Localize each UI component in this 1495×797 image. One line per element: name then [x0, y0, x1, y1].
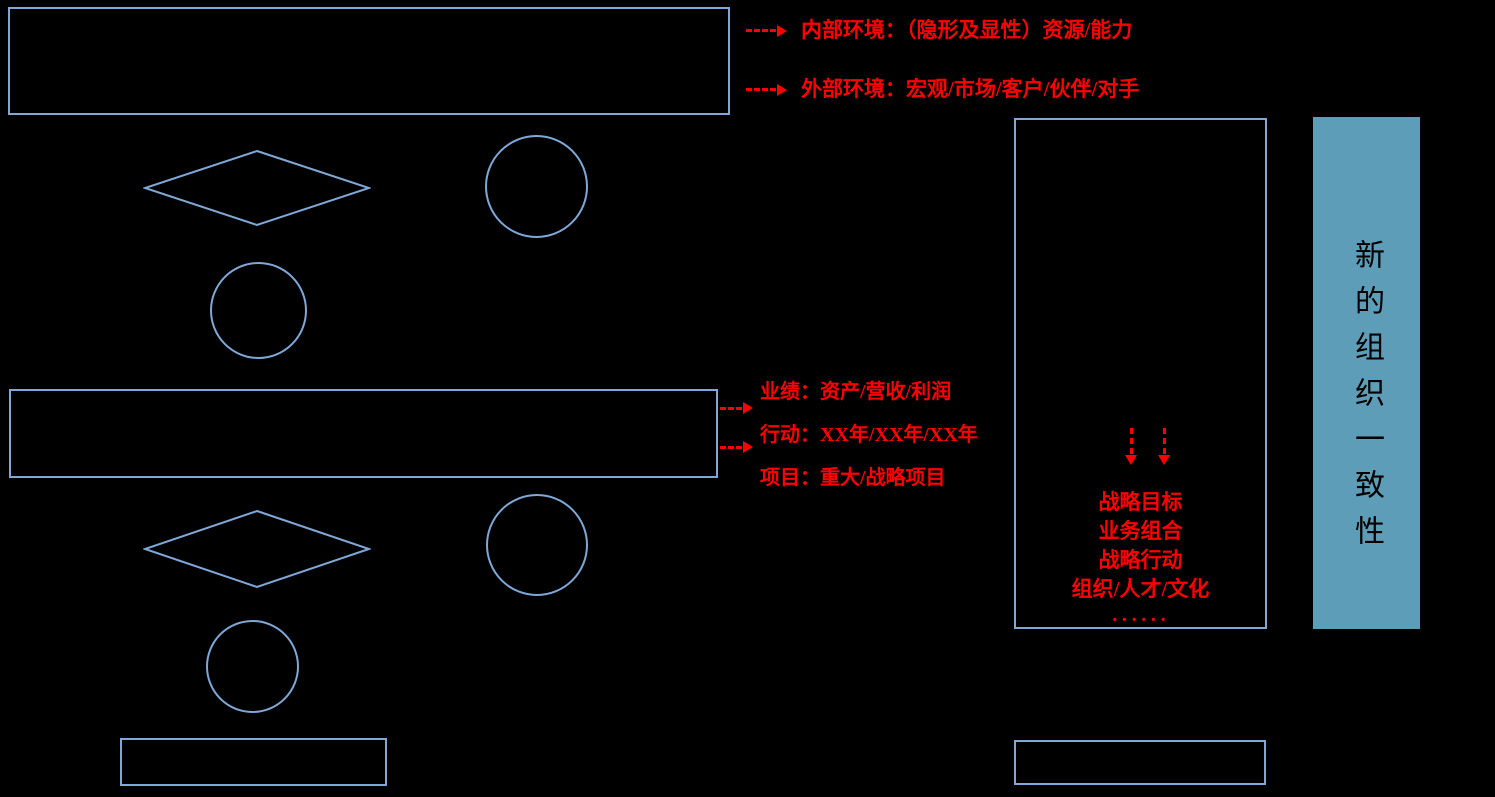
- action-label: 行动：XX年/XX年/XX年: [760, 424, 978, 446]
- top-process-box: [8, 7, 730, 115]
- panel-item-strategic-goal: 战略目标: [1098, 490, 1183, 514]
- connector-circle-lower-mid: [206, 620, 299, 713]
- arrow-dash: [1129, 428, 1133, 454]
- external-env-callout: 外部环境：宏观/市场/客户/伙伴/对手: [746, 79, 1139, 100]
- banner-vertical-text: 新的组织一致性: [1350, 239, 1383, 561]
- alignment-panel-box: [1014, 118, 1267, 629]
- internal-env-label: 内部环境：（隐形及显性）资源/能力: [801, 18, 1133, 42]
- dashed-arrow-down-icon: [1125, 428, 1137, 465]
- arrow-dash: [720, 406, 742, 410]
- dashed-arrow-right-icon: [746, 83, 787, 96]
- dashed-arrow-right-icon: [720, 402, 753, 414]
- connector-circle-lower-right: [486, 494, 588, 596]
- arrow-dash: [746, 29, 776, 32]
- project-label: 项目：重大/战略项目: [760, 467, 946, 489]
- bottom-left-box: [120, 738, 387, 786]
- arrow-dash: [720, 445, 742, 449]
- connector-circle-upper-right: [485, 135, 588, 238]
- bottom-right-box: [1014, 740, 1266, 785]
- arrow-head: [777, 24, 787, 37]
- performance-label: 业绩：资产/营收/利润: [760, 381, 952, 403]
- panel-item-strategic-action: 战略行动: [1098, 548, 1183, 572]
- decision-diamond-upper: [143, 149, 371, 227]
- middle-process-box: [9, 389, 718, 478]
- arrow-head: [743, 441, 753, 453]
- arrow-head: [1125, 455, 1137, 465]
- external-env-label: 外部环境：宏观/市场/客户/伙伴/对手: [801, 77, 1140, 101]
- connector-circle-upper-mid: [210, 262, 307, 359]
- arrow-head: [777, 83, 787, 96]
- internal-env-callout: 内部环境：（隐形及显性）资源/能力: [746, 20, 1132, 41]
- ellipsis-dashes-icon: ······: [1111, 609, 1170, 631]
- new-org-alignment-banner: 新的组织一致性: [1313, 117, 1420, 629]
- arrow-dash: [1162, 428, 1166, 454]
- decision-diamond-lower: [143, 509, 371, 589]
- arrow-head: [1158, 455, 1170, 465]
- arrow-head: [743, 402, 753, 414]
- panel-item-org-talent-culture: 组织/人才/文化: [1071, 577, 1210, 601]
- panel-item-business-portfolio: 业务组合: [1098, 519, 1183, 543]
- dashed-arrow-right-icon: [720, 441, 753, 453]
- dashed-arrow-right-icon: [746, 24, 787, 37]
- alignment-panel-list: 战略目标 业务组合 战略行动 组织/人才/文化: [1014, 488, 1267, 604]
- arrow-dash: [746, 88, 776, 91]
- dashed-arrow-down-icon: [1158, 428, 1170, 465]
